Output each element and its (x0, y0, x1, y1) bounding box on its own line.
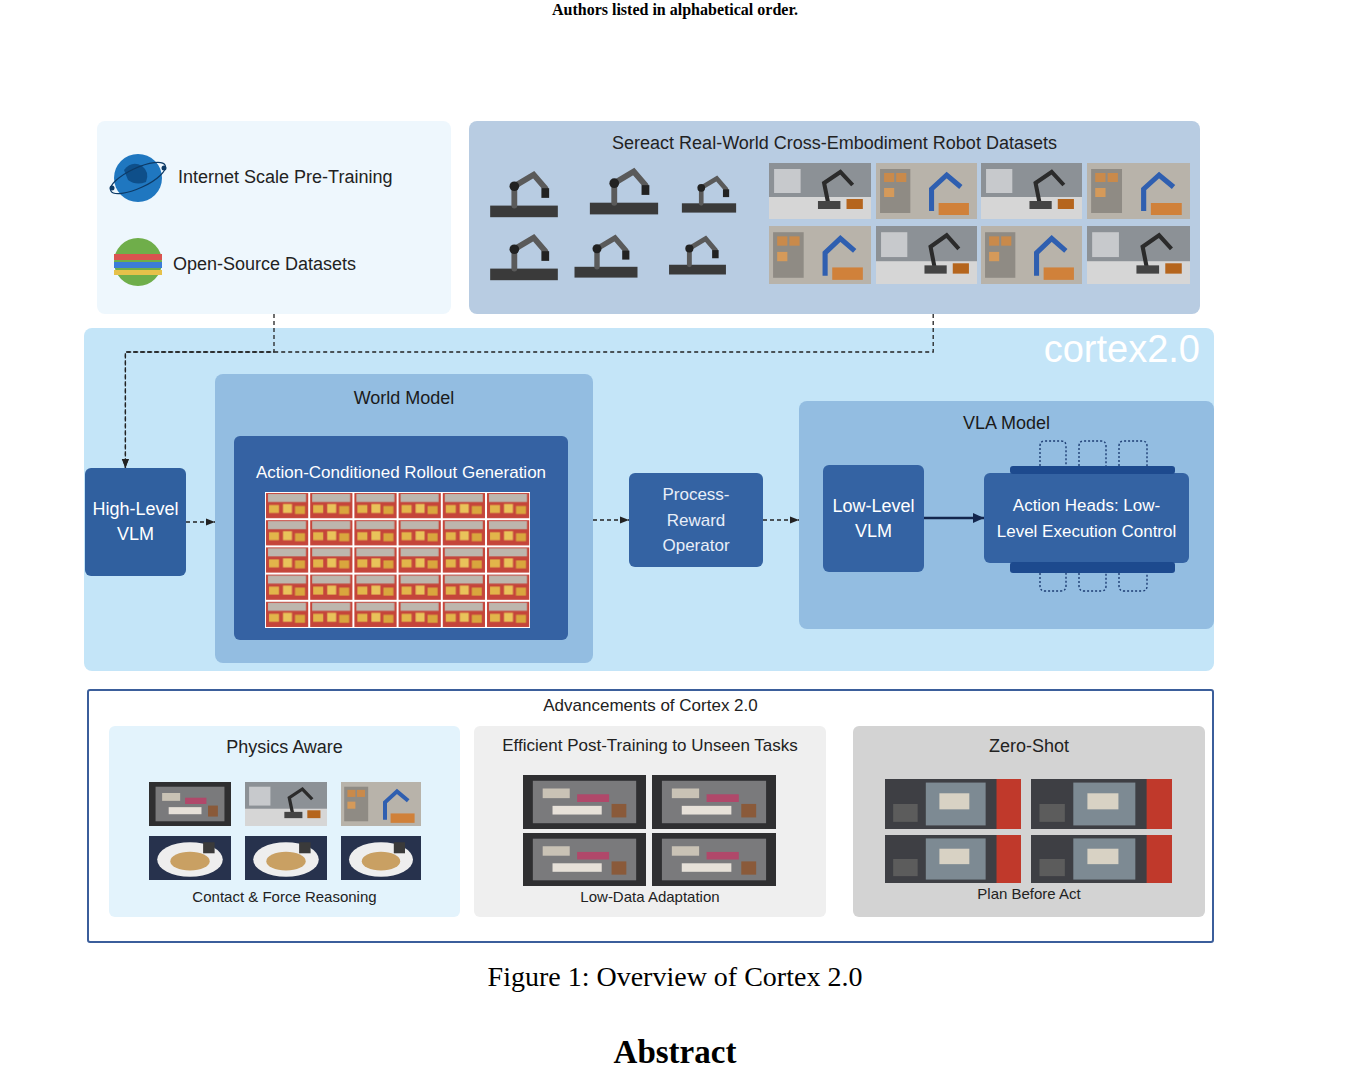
dataset-photo (981, 163, 1082, 219)
globe-icon (107, 154, 170, 202)
head-bar (1010, 466, 1175, 474)
panel-photo (523, 833, 646, 886)
author-note: Authors listed in alphabetical order. (0, 1, 1350, 19)
panel-photo (245, 836, 327, 880)
process-box: Low-Level VLM (823, 465, 924, 572)
system-band: cortex2.0High-Level VLM World ModelAction… (84, 328, 1214, 671)
continent (124, 164, 147, 184)
loop (1079, 573, 1106, 591)
node-caption: Plan Before Act (853, 885, 1205, 904)
rollout-grid (265, 492, 530, 628)
node-title: Zero-Shot (853, 735, 1205, 758)
dataset-photo (981, 226, 1082, 284)
dataset-photo (769, 163, 871, 219)
feature-panel: Efficient Post-Training to Unseen TasksL… (474, 726, 826, 917)
node-title: Efficient Post-Training to Unseen Tasks (474, 735, 826, 756)
dataset-photo (1087, 163, 1190, 219)
dataset-photo (769, 226, 871, 284)
node-title: Process-Reward Operator (648, 482, 744, 559)
robot-silhouette (590, 172, 658, 215)
robot-silhouette (575, 238, 638, 278)
module-box: World ModelAction-Conditioned Rollout Ge… (215, 374, 593, 663)
robot-silhouette (669, 239, 726, 275)
node-title: Low-Level VLM (828, 493, 920, 543)
robot-silhouette (490, 238, 558, 281)
solid-arrow (924, 517, 984, 519)
robot-silhouette (682, 179, 736, 213)
source-panel: Internet Scale Pre-TrainingOpen-Source D… (97, 121, 451, 314)
panel-photo (885, 835, 1021, 883)
stripe (114, 262, 162, 268)
figure-caption: Figure 1: Overview of Cortex 2.0 (0, 961, 1350, 993)
node-title: High-Level VLM (88, 497, 184, 547)
robot-silhouette (490, 175, 558, 218)
node-caption: Contact & Force Reasoning (109, 888, 460, 907)
panel-photo (149, 782, 231, 826)
node-title: World Model (215, 387, 593, 410)
node-title: Internet Scale Pre-Training (178, 166, 392, 189)
dashed-arrow (593, 519, 629, 520)
panel-photo (341, 782, 421, 826)
panel-photo (341, 836, 421, 880)
node-caption: Low-Data Adaptation (474, 888, 826, 907)
globe (114, 154, 162, 202)
section-heading: Abstract (0, 1034, 1350, 1071)
loop (1040, 573, 1066, 591)
dashed-arrow (125, 314, 274, 468)
loop (1119, 573, 1147, 591)
panel-photo (245, 782, 327, 826)
dataset-panel: Sereact Real-World Cross-Embodiment Robo… (469, 121, 1200, 314)
loop-group (1040, 441, 1147, 591)
feature-panel: Physics AwareContact & Force Reasoning (109, 726, 460, 917)
process-box: Action-Conditioned Rollout Generation (234, 436, 568, 640)
panel-photo (1031, 779, 1172, 829)
stripe (114, 254, 162, 260)
node-caption: Open-Source Datasets (173, 253, 356, 276)
panel-photo (652, 833, 776, 886)
node-title: Action-Conditioned Rollout Generation (234, 462, 568, 483)
loop (1119, 441, 1147, 466)
dashed-arrow (763, 519, 799, 520)
panel-photo (652, 775, 776, 829)
node-title: Advancements of Cortex 2.0 (89, 695, 1212, 716)
process-box: High-Level VLM (85, 468, 186, 576)
node-title: cortex2.0 (1044, 328, 1200, 372)
stripe (114, 270, 162, 275)
node-title: Action Heads: Low-Level Execution Contro… (997, 493, 1177, 544)
feature-panel: Zero-ShotPlan Before Act (853, 726, 1205, 917)
dashed-arrow (125, 314, 933, 468)
dot (162, 166, 167, 171)
process-box: Action Heads: Low-Level Execution Contro… (984, 473, 1189, 563)
feature-frame: Advancements of Cortex 2.0Physics AwareC… (87, 689, 1214, 943)
loop (1040, 441, 1066, 466)
module-box: VLA ModelLow-Level VLM Action Heads: Low-… (799, 401, 1214, 629)
panel-photo (885, 779, 1021, 829)
dataset-photo (876, 226, 977, 284)
dot (110, 186, 115, 191)
head-bar (1010, 562, 1175, 573)
panel-photo (523, 775, 646, 829)
datasets-icon (114, 238, 162, 286)
panel-photo (1031, 835, 1172, 883)
node-title: Physics Aware (109, 736, 460, 759)
process-box: Process-Reward Operator (629, 473, 763, 567)
disc (114, 238, 162, 286)
node-title: Sereact Real-World Cross-Embodiment Robo… (469, 132, 1200, 155)
dataset-photo (876, 163, 977, 219)
dataset-photo (1087, 226, 1190, 284)
node-title: VLA Model (799, 412, 1214, 435)
panel-photo (149, 836, 231, 880)
loop (1079, 441, 1106, 466)
orbit (107, 156, 170, 199)
dashed-arrow (186, 521, 215, 522)
